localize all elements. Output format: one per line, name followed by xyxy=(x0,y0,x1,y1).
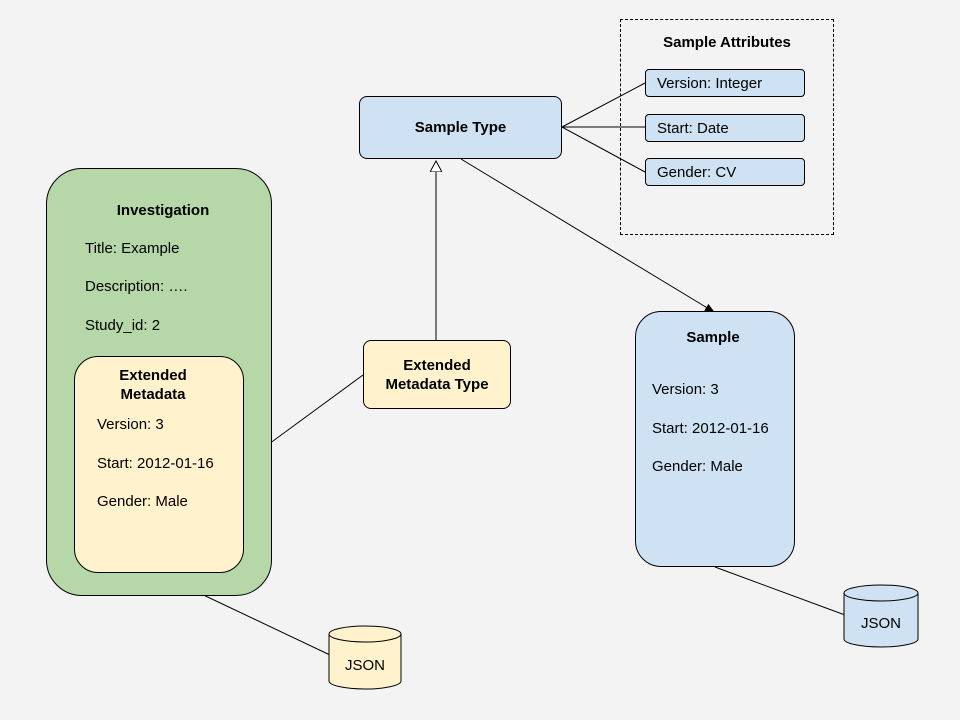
sample-attributes-group xyxy=(620,19,834,235)
investigation-field-title: Title: Example xyxy=(85,240,180,257)
extended-metadata-field-gender: Gender: Male xyxy=(97,493,188,510)
extended-metadata-field-version: Version: 3 xyxy=(97,416,164,433)
attribute-start: Start: Date xyxy=(645,114,805,142)
connector-sample-to-json xyxy=(714,566,846,616)
investigation-field-description: Description: …. xyxy=(85,278,188,295)
json-storage-left-icon: JSON xyxy=(328,625,402,690)
connector-type-to-version xyxy=(561,82,646,128)
extended-metadata-type-line2: Metadata Type xyxy=(385,375,489,393)
extended-metadata-title-line1: Extended xyxy=(119,367,187,384)
connector-type-to-gender xyxy=(561,126,646,173)
sample-field-gender: Gender: Male xyxy=(652,458,743,475)
json-storage-right-icon: JSON xyxy=(843,584,919,648)
sample-attributes-title: Sample Attributes xyxy=(663,34,791,51)
arrow-type-to-sample xyxy=(460,158,715,313)
attribute-version: Version: Integer xyxy=(645,69,805,97)
sample-type-node: Sample Type xyxy=(359,96,562,159)
sample-field-version: Version: 3 xyxy=(652,381,719,398)
extended-metadata-field-start: Start: 2012-01-16 xyxy=(97,455,214,472)
sample-field-start: Start: 2012-01-16 xyxy=(652,420,769,437)
json-storage-left-label: JSON xyxy=(345,657,385,674)
sample-title: Sample xyxy=(686,329,740,346)
extended-metadata-node xyxy=(74,356,244,573)
investigation-title: Investigation xyxy=(116,202,210,219)
attribute-gender: Gender: CV xyxy=(645,158,805,186)
sample-node xyxy=(635,311,795,567)
json-storage-right-label: JSON xyxy=(861,615,901,632)
investigation-field-study-id: Study_id: 2 xyxy=(85,317,161,334)
extended-metadata-type-node: Extended Metadata Type xyxy=(363,340,511,409)
extended-metadata-title-line2: Metadata xyxy=(120,386,186,403)
extended-metadata-type-line1: Extended xyxy=(403,356,471,374)
